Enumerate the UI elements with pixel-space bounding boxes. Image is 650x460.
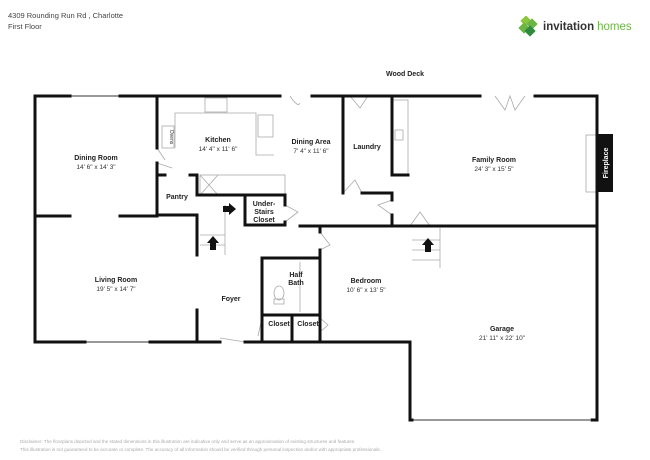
walls: [33, 94, 613, 422]
disclaimer: This illustration is not guaranteed to b…: [20, 447, 381, 452]
room-label: Kitchen: [205, 137, 231, 144]
floor-label: First Floor: [8, 22, 42, 31]
closet-label: Under-: [253, 201, 276, 208]
closet-label: Stairs: [254, 209, 274, 216]
room-label: Laundry: [353, 144, 381, 151]
address: 4309 Rounding Run Rd , Charlotte: [8, 11, 124, 20]
half-bath-label: Half: [289, 272, 303, 279]
room-dim: 14' 6" x 14' 3": [76, 164, 116, 171]
fixtures: [70, 94, 598, 421]
room-dim: 14' 4" x 11' 6": [199, 146, 238, 153]
room-label: Living Room: [95, 277, 137, 284]
closet-label: Closet: [268, 321, 290, 328]
room-dim: 7' 4" x 11' 6": [293, 148, 329, 155]
room-label: Dining Room: [74, 155, 118, 162]
logo-text-2: homes: [597, 21, 632, 33]
fireplace: [597, 134, 613, 192]
closet-label: Closet: [253, 217, 275, 224]
half-bath-label: Bath: [288, 280, 304, 287]
foyer-label: Foyer: [221, 296, 240, 303]
logo-text-1: invitation: [543, 21, 595, 33]
logo-icon: [518, 16, 538, 37]
room-label: Family Room: [472, 157, 516, 164]
ovens-label: Ovens: [168, 130, 174, 145]
room-dim: 10' 6" x 13' 5": [346, 287, 386, 294]
room-dim: 24' 3" x 15' 5": [474, 166, 514, 173]
room-dim: 21' 11" x 22' 10": [479, 335, 526, 342]
room-dim: 19' 5" x 14' 7": [96, 286, 136, 293]
disclaimer: Disclaimer: The floorplans depicted and …: [20, 439, 356, 444]
pantry-label: Pantry: [166, 194, 188, 201]
room-label: Bedroom: [351, 278, 382, 285]
stair-arrow-icon: [207, 203, 434, 252]
room-label: Dining Area: [291, 139, 330, 146]
room-label: Garage: [490, 326, 514, 333]
fireplace-label: Fireplace: [603, 148, 610, 179]
wood-deck-label: Wood Deck: [386, 71, 424, 78]
closet-label: Closet: [297, 321, 319, 328]
